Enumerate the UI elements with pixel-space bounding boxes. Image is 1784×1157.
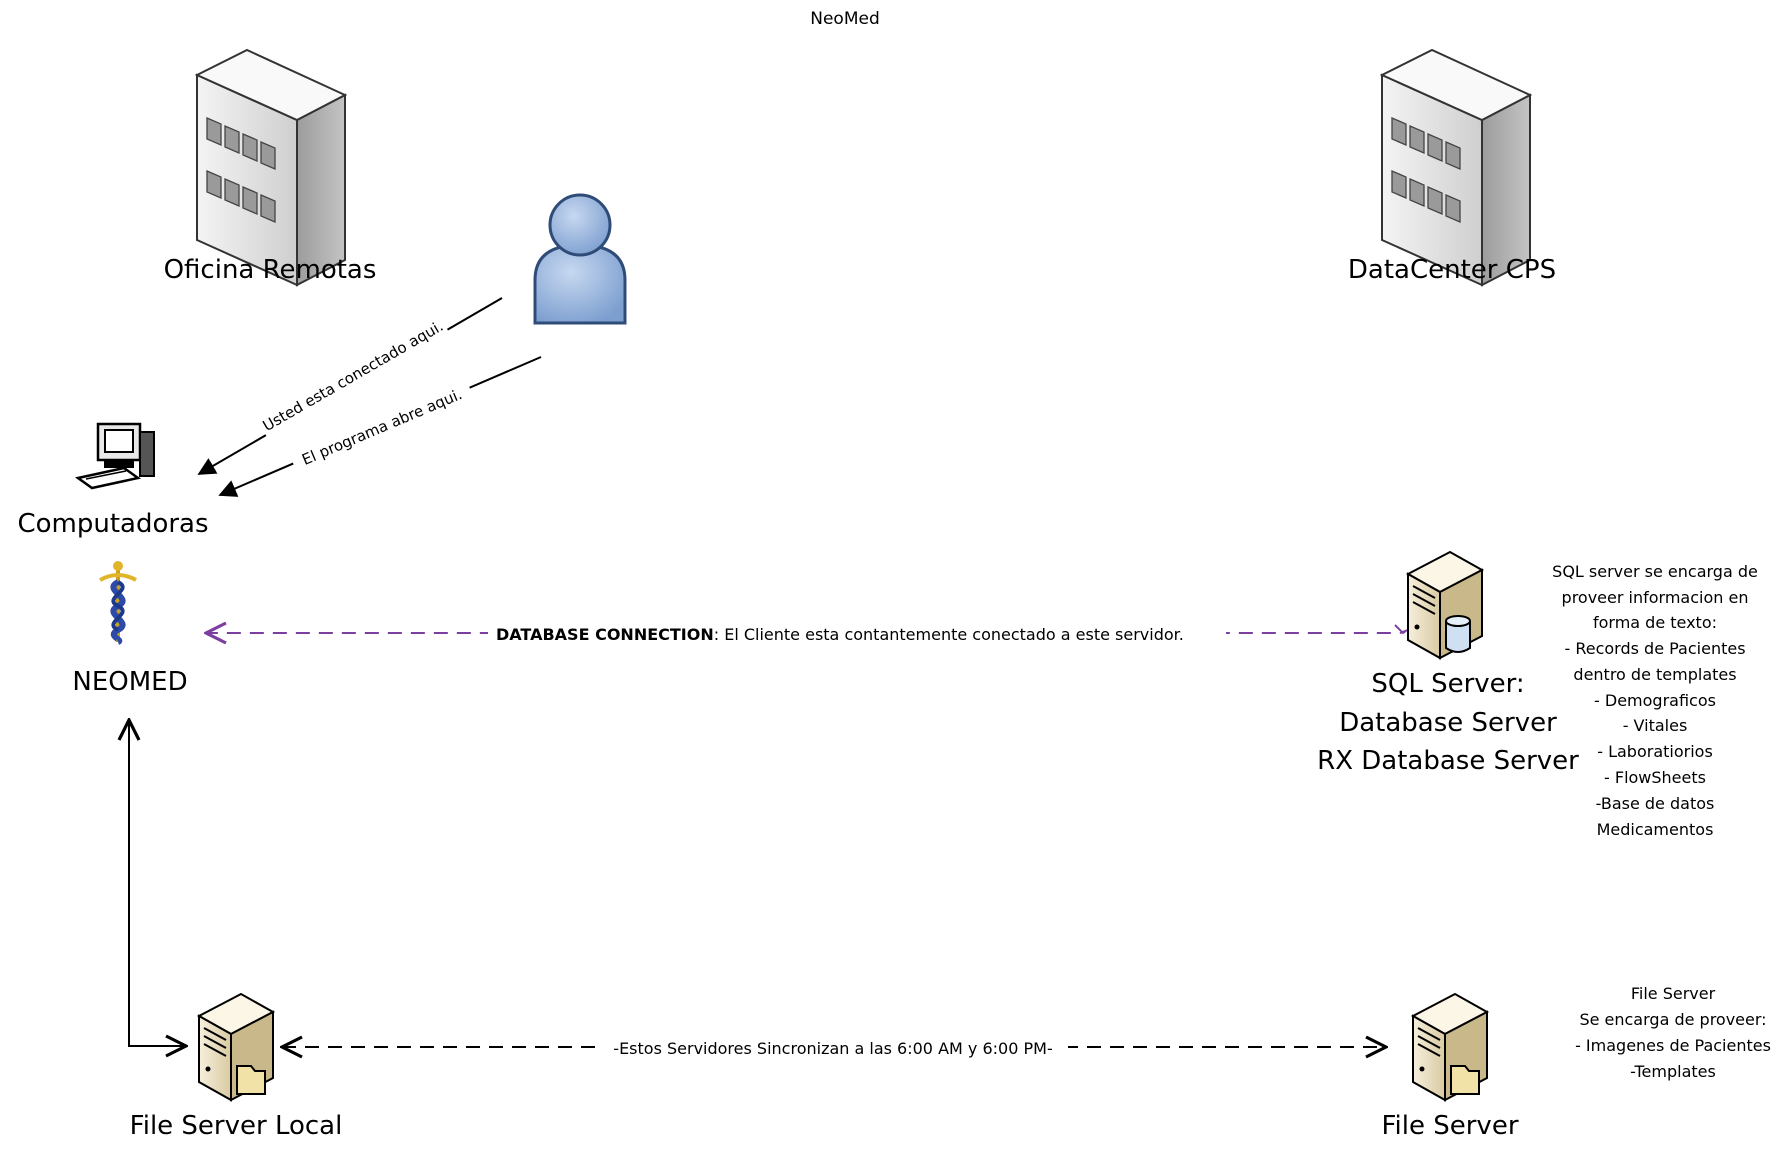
remote-office-label: Oficina Remotas (164, 255, 377, 285)
database-connection-label: DATABASE CONNECTION: El Cliente esta con… (496, 625, 1184, 644)
building-icon (1379, 48, 1533, 287)
computer-icon (74, 422, 155, 490)
neomed-file-link (129, 720, 186, 1046)
file-note-line: Se encarga de proveer: (1579, 1010, 1766, 1029)
sql-server-label: SQL Server: (1371, 669, 1524, 699)
file-server-note: File Server Se encarga de proveer: - Ima… (1575, 984, 1771, 1081)
file-server-icon (1410, 992, 1490, 1102)
caduceus-icon (99, 561, 137, 645)
sql-note-line: - FlowSheets (1604, 768, 1706, 787)
database-server-label: Database Server (1339, 708, 1557, 738)
sql-note: SQL server se encarga de proveer informa… (1552, 562, 1758, 839)
file-note-line: - Imagenes de Pacientes (1575, 1036, 1771, 1055)
datacenter-label: DataCenter CPS (1348, 255, 1556, 285)
user-icon (533, 193, 627, 325)
rx-database-server-label: RX Database Server (1317, 746, 1579, 776)
file-server-label: File Server (1381, 1111, 1518, 1141)
file-server-local-label: File Server Local (130, 1111, 343, 1141)
sql-note-line: - Laboratiorios (1597, 742, 1713, 761)
sql-note-line: - Records de Pacientes (1564, 639, 1745, 658)
sql-note-line: proveer informacion en (1562, 588, 1749, 607)
sync-label: -Estos Servidores Sincronizan a las 6:00… (613, 1039, 1052, 1058)
sql-note-line: - Demograficos (1594, 691, 1716, 710)
database-server-icon (1405, 550, 1485, 660)
sql-note-line: - Vitales (1623, 716, 1688, 735)
sql-note-line: -Base de datos (1596, 794, 1715, 813)
sql-note-line: dentro de templates (1573, 665, 1736, 684)
computers-label: Computadoras (17, 509, 208, 539)
neomed-label: NEOMED (72, 667, 187, 697)
file-note-line: -Templates (1630, 1062, 1716, 1081)
sql-note-line: Medicamentos (1597, 820, 1714, 839)
building-icon (194, 48, 348, 287)
sql-note-line: forma de texto: (1593, 613, 1717, 632)
file-server-icon (196, 992, 276, 1102)
diagram-title: NeoMed (810, 9, 880, 29)
sql-note-line: SQL server se encarga de (1552, 562, 1758, 581)
file-note-line: File Server (1631, 984, 1716, 1003)
